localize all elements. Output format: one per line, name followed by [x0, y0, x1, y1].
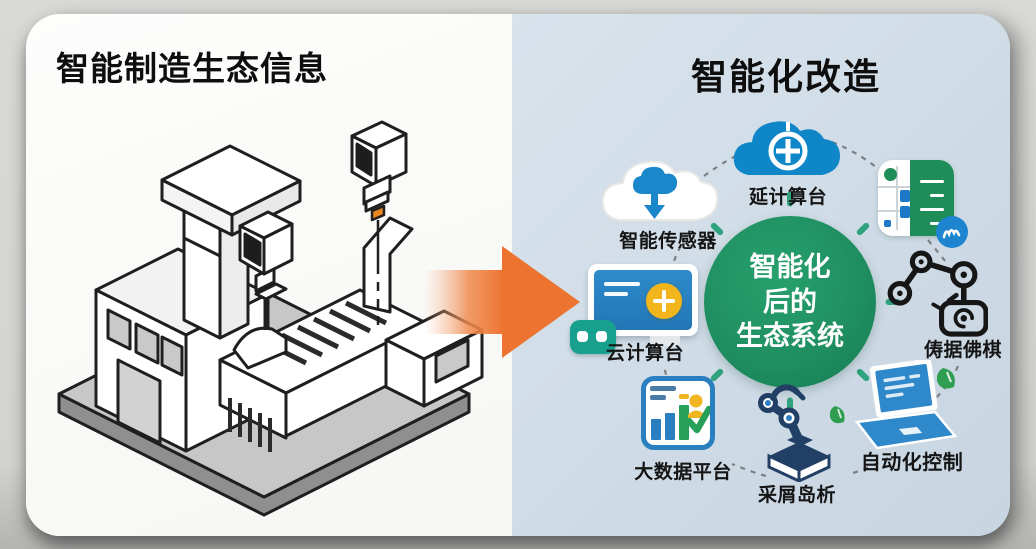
cloud-upload-icon	[601, 160, 719, 221]
ecosystem-center-circle: 智能化 后的 生态系统	[704, 216, 876, 388]
cloud-computing-label: 云计算台	[605, 343, 684, 364]
center-line-3: 生态系统	[736, 321, 844, 352]
monitor-plus-icon	[570, 264, 698, 354]
grid-badge-icon	[936, 216, 968, 248]
laptop-icon	[854, 360, 958, 450]
center-line-1: 智能化	[749, 252, 831, 283]
robot-analysis-label: 采屑岛析	[757, 485, 836, 506]
camera-screen	[243, 232, 262, 267]
camera-screen	[355, 142, 373, 177]
bar-chart-check-icon	[641, 376, 715, 450]
table-grid-icon	[878, 160, 968, 248]
probe-tip	[370, 204, 386, 222]
plus-badge-icon	[646, 283, 682, 319]
infographic-card: 智能制造生态信息 智能化改造	[26, 14, 1010, 536]
center-line-2: 后的	[763, 286, 817, 317]
factory-illustration	[57, 120, 484, 517]
transform-arrow	[424, 246, 580, 358]
smart-sensor-label: 智能传感器	[619, 231, 717, 252]
big-data-platform-label: 大数据平台	[634, 462, 732, 483]
data-transfer-label: 俦据佛棋	[923, 340, 1002, 361]
sensor-eyes-icon	[570, 320, 616, 354]
linkage-joints-icon	[887, 250, 988, 337]
cloud-plus-icon	[733, 121, 840, 175]
edge-computing-label: 延计算台	[748, 187, 827, 208]
left-panel-title: 智能制造生态信息	[56, 50, 328, 87]
right-panel-title: 智能化改造	[690, 56, 881, 97]
robot-arm-icon	[758, 384, 845, 482]
monitor-stand	[650, 336, 680, 346]
automation-control-label: 自动化控制	[860, 452, 964, 474]
monitor-screen	[594, 270, 692, 330]
